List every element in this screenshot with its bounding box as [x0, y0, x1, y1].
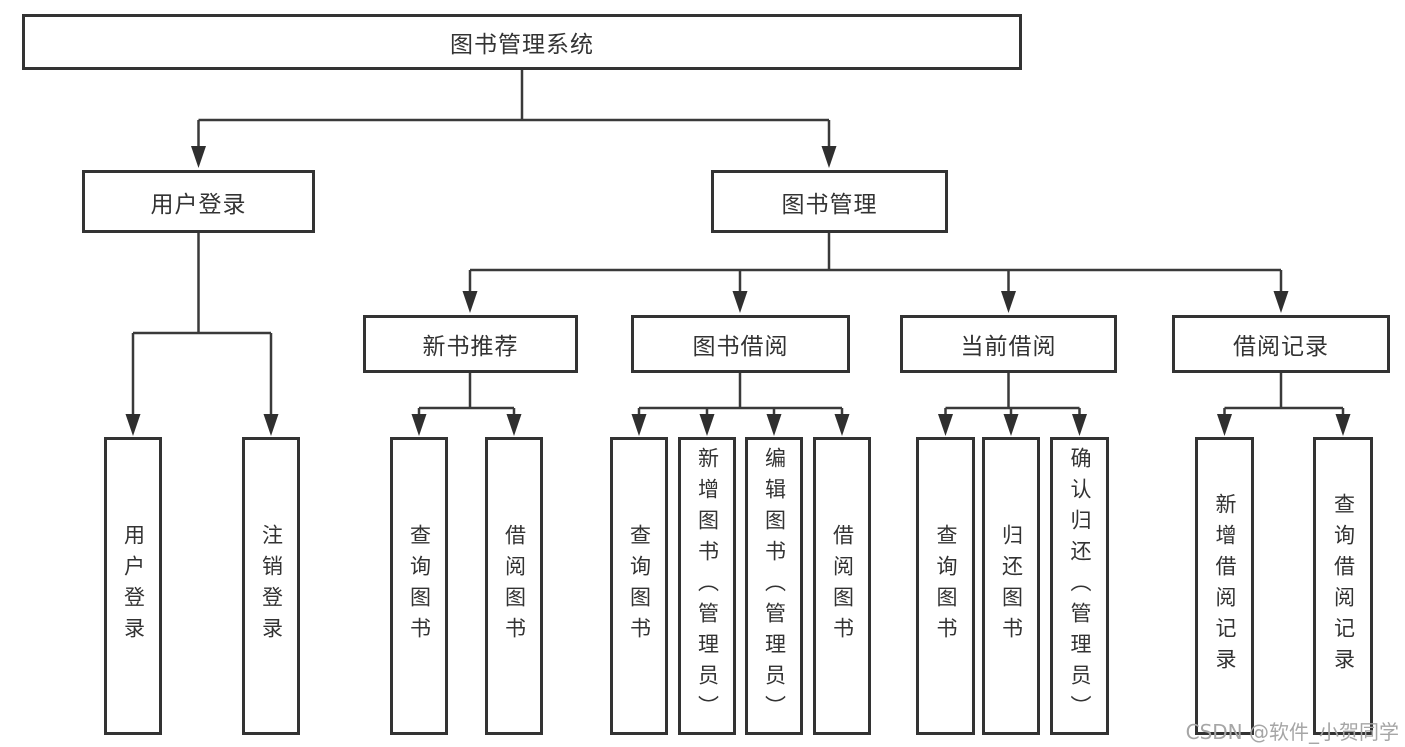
arrowhead-icon: [766, 414, 782, 436]
arrowhead-icon: [506, 414, 522, 436]
arrowhead-icon: [834, 414, 850, 436]
arrowhead-icon: [1217, 414, 1232, 436]
leaf-add-borrow-record: 新增借阅记录: [1195, 437, 1254, 735]
arrowhead-icon: [699, 414, 715, 436]
arrowhead-icon: [1072, 414, 1087, 436]
arrowhead-icon: [263, 414, 279, 436]
node-current-borrowing: 当前借阅: [900, 315, 1117, 373]
leaf-query-books-2: 查询图书: [610, 437, 668, 735]
arrowhead-icon: [631, 414, 647, 436]
leaf-edit-book-admin: 编辑图书（管理员）: [745, 437, 803, 735]
arrowhead-icon: [821, 146, 837, 168]
arrowhead-icon: [938, 414, 953, 436]
node-library-system: 图书管理系统: [22, 14, 1022, 70]
node-borrowing-records: 借阅记录: [1172, 315, 1390, 373]
leaf-query-borrow-record: 查询借阅记录: [1313, 437, 1373, 735]
arrowhead-icon: [462, 291, 478, 313]
csdn-watermark: CSDN @软件_小贺同学: [1185, 720, 1399, 744]
node-new-book-recommend: 新书推荐: [363, 315, 578, 373]
arrowhead-icon: [1273, 291, 1289, 313]
leaf-borrow-books-1: 借阅图书: [485, 437, 543, 735]
leaf-return-book: 归还图书: [982, 437, 1040, 735]
leaf-logout: 注销登录: [242, 437, 300, 735]
leaf-query-books-3: 查询图书: [916, 437, 975, 735]
arrowhead-icon: [1335, 414, 1351, 436]
leaf-user-login: 用户登录: [104, 437, 162, 735]
leaf-add-book-admin: 新增图书（管理员）: [678, 437, 736, 735]
leaf-borrow-books-2: 借阅图书: [813, 437, 871, 735]
node-book-borrowing: 图书借阅: [631, 315, 850, 373]
node-book-management: 图书管理: [711, 170, 948, 233]
arrowhead-icon: [125, 414, 141, 436]
arrowhead-icon: [732, 291, 748, 313]
arrowhead-icon: [191, 146, 206, 168]
arrowhead-icon: [411, 414, 427, 436]
arrowhead-icon: [1003, 414, 1019, 436]
leaf-confirm-return-admin: 确认归还（管理员）: [1050, 437, 1109, 735]
arrowhead-icon: [1001, 291, 1016, 313]
leaf-query-books-1: 查询图书: [390, 437, 448, 735]
node-user-login: 用户登录: [82, 170, 315, 233]
